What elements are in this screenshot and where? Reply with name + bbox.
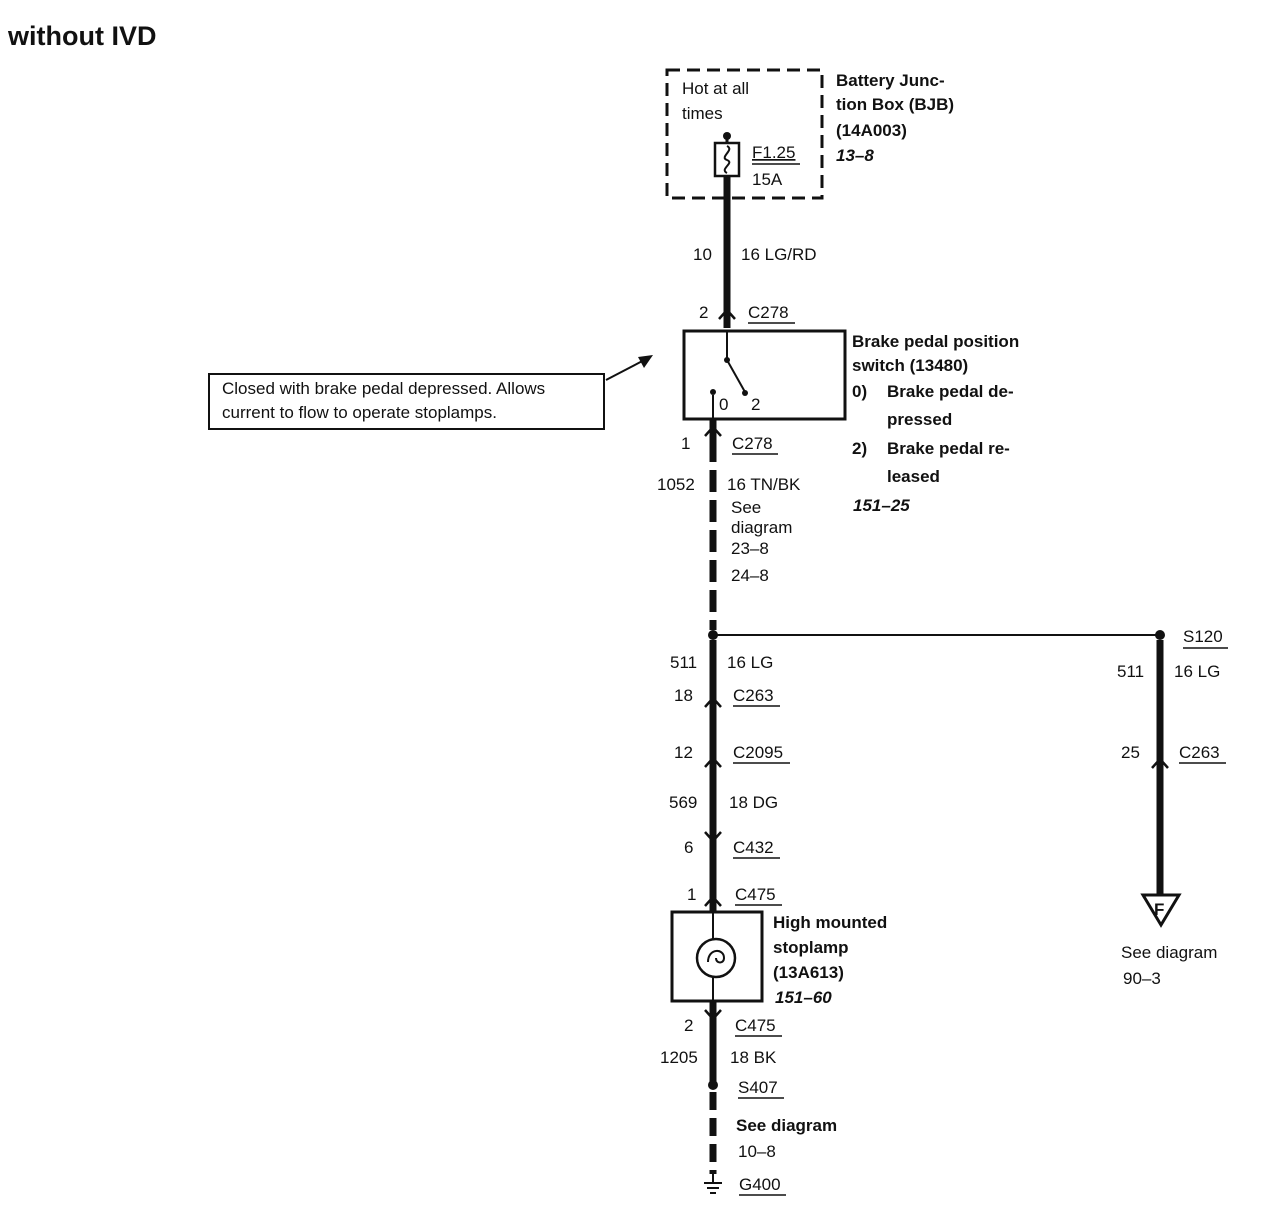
left-c263-pin: 18 bbox=[674, 686, 693, 705]
left-c475-pin: 1 bbox=[687, 885, 696, 904]
ground-symbol-icon bbox=[704, 1174, 722, 1194]
wire-1052-see-1: See bbox=[731, 498, 761, 517]
c475-bottom-symbol bbox=[704, 1009, 722, 1021]
right-see-1: See diagram bbox=[1121, 943, 1217, 962]
bjb-name-2: tion Box (BJB) bbox=[836, 95, 954, 114]
switch-pos-0: 0 bbox=[719, 395, 728, 414]
bjb-hot-label-1: Hot at all bbox=[682, 79, 749, 98]
note-line-2: current to flow to operate stoplamps. bbox=[222, 403, 497, 422]
wire-1052-spec: 16 TN/BK bbox=[727, 475, 801, 494]
c278-in-pin: 2 bbox=[699, 303, 708, 322]
right-c263: C263 bbox=[1179, 743, 1220, 762]
ground-c475: C475 bbox=[735, 1016, 776, 1035]
fuse-icon bbox=[713, 141, 741, 178]
switch-state2-1: Brake pedal re- bbox=[887, 439, 1010, 458]
wire-10-circuit: 10 bbox=[693, 245, 712, 264]
stoplamp-name-1: High mounted bbox=[773, 913, 887, 932]
off-page-connector-letter: F bbox=[1154, 900, 1164, 919]
s407-dot bbox=[708, 1080, 718, 1090]
left-569-spec: 18 DG bbox=[729, 793, 778, 812]
left-511-spec: 16 LG bbox=[727, 653, 773, 672]
right-511-spec: 16 LG bbox=[1174, 662, 1220, 681]
switch-state0-num: 0) bbox=[852, 382, 867, 401]
c278-in-connector-symbol bbox=[718, 308, 736, 320]
off-page-connector-icon bbox=[1140, 893, 1182, 928]
ground-see-1: See diagram bbox=[736, 1116, 837, 1135]
c278-in-connector: C278 bbox=[748, 303, 789, 322]
c278-out-connector: C278 bbox=[732, 434, 773, 453]
switch-name-1: Brake pedal position bbox=[852, 332, 1019, 351]
bjb-name-3: (14A003) bbox=[836, 121, 907, 140]
ground-g400: G400 bbox=[739, 1175, 781, 1194]
c263-left-symbol bbox=[704, 696, 722, 708]
bjb-name-1: Battery Junc- bbox=[836, 71, 945, 90]
switch-state0-2: pressed bbox=[887, 410, 952, 429]
c263-right-symbol bbox=[1151, 757, 1169, 769]
ground-c475-pin: 2 bbox=[684, 1016, 693, 1035]
c475-top-symbol bbox=[704, 895, 722, 907]
left-c2095-pin: 12 bbox=[674, 743, 693, 762]
wire-10-spec: 16 LG/RD bbox=[741, 245, 817, 264]
wire-1052-see-3: 23–8 bbox=[731, 539, 769, 558]
switch-state2-2: leased bbox=[887, 467, 940, 486]
bjb-ref: 13–8 bbox=[836, 146, 874, 165]
switch-ref: 151–25 bbox=[853, 496, 910, 515]
left-569-circuit: 569 bbox=[669, 793, 697, 812]
left-c432-pin: 6 bbox=[684, 838, 693, 857]
right-c263-pin: 25 bbox=[1121, 743, 1140, 762]
diagram-title: without IVD bbox=[7, 21, 156, 51]
left-c475: C475 bbox=[735, 885, 776, 904]
left-c263: C263 bbox=[733, 686, 774, 705]
ground-s407: S407 bbox=[738, 1078, 778, 1097]
left-c2095: C2095 bbox=[733, 743, 783, 762]
lamp-bulb-icon bbox=[695, 937, 737, 979]
stoplamp-ref: 151–60 bbox=[775, 988, 832, 1007]
right-see-2: 90–3 bbox=[1123, 969, 1161, 988]
fuse-id: F1.25 bbox=[752, 143, 795, 162]
left-511-circuit: 511 bbox=[670, 653, 697, 672]
note-box bbox=[208, 373, 605, 430]
brake-switch-box bbox=[682, 329, 847, 421]
wire-1052-see-2: diagram bbox=[731, 518, 792, 537]
stoplamp-name-3: (13A613) bbox=[773, 963, 844, 982]
wire-1052-see-4: 24–8 bbox=[731, 566, 769, 585]
note-arrowhead bbox=[638, 355, 653, 368]
bjb-hot-label-2: times bbox=[682, 104, 723, 123]
switch-name-2: switch (13480) bbox=[852, 356, 968, 375]
ground-1205-circuit: 1205 bbox=[660, 1048, 698, 1067]
switch-state2-num: 2) bbox=[852, 439, 867, 458]
s120-dot bbox=[1155, 630, 1165, 640]
ground-see-2: 10–8 bbox=[738, 1142, 776, 1161]
switch-state0-1: Brake pedal de- bbox=[887, 382, 1014, 401]
note-line-1: Closed with brake pedal depressed. Allow… bbox=[222, 379, 545, 398]
right-511-circuit: 511 bbox=[1117, 662, 1144, 681]
wire-1052-circuit: 1052 bbox=[657, 475, 695, 494]
c2095-symbol bbox=[704, 756, 722, 768]
splice-s120-label: S120 bbox=[1183, 627, 1223, 646]
ground-1205-spec: 18 BK bbox=[730, 1048, 777, 1067]
bjb-box bbox=[665, 68, 824, 200]
switch-pos-2: 2 bbox=[751, 395, 760, 414]
stoplamp-name-2: stoplamp bbox=[773, 938, 849, 957]
c432-symbol bbox=[704, 831, 722, 843]
switch-contact-arm bbox=[726, 359, 746, 393]
c278-out-pin: 1 bbox=[681, 434, 690, 453]
left-c432: C432 bbox=[733, 838, 774, 857]
fuse-rating: 15A bbox=[752, 170, 783, 189]
